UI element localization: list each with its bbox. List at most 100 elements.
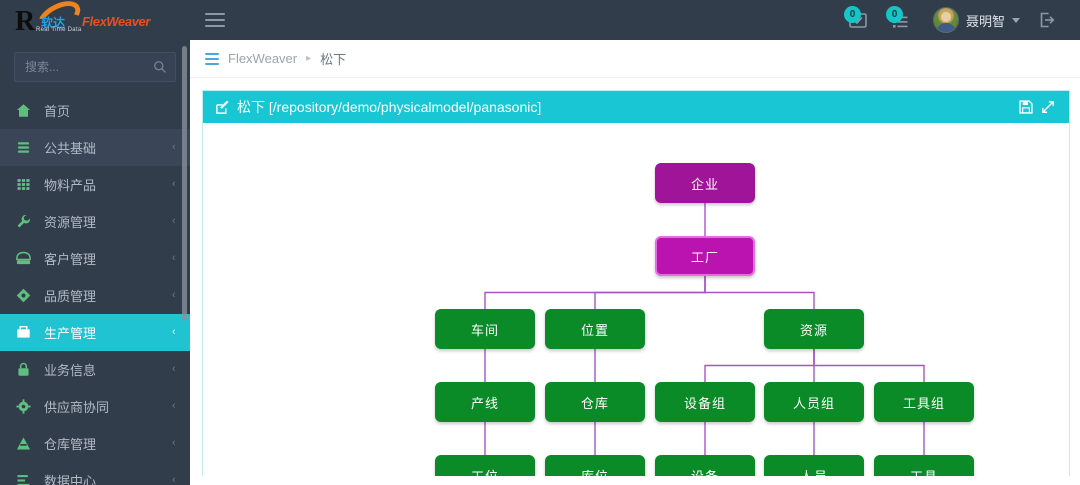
sidebar-item-6[interactable]: 生产管理‹ — [0, 314, 190, 351]
breadcrumb-toggle-button[interactable] — [205, 52, 219, 65]
diagram-node-label: 车间 — [470, 322, 499, 338]
search-box[interactable] — [14, 52, 176, 82]
messages-button[interactable]: 0 — [837, 0, 879, 40]
diagram-edge — [594, 276, 706, 309]
diagram-node-label: 工位 — [470, 468, 499, 477]
logo-chinese-name: 软达 — [41, 16, 66, 30]
topbar-actions: 0 0 聂明智 — [837, 0, 1080, 40]
sidebar-item-9[interactable]: 仓库管理 ‹ — [0, 425, 190, 462]
diagram-node-binlocation[interactable]: 库位 — [545, 455, 645, 476]
avatar — [932, 7, 959, 33]
logout-icon — [1040, 12, 1055, 28]
chart-icon — [16, 473, 38, 485]
diagram-node-workshop[interactable]: 车间 — [435, 309, 535, 349]
diamond-icon — [16, 288, 38, 303]
expand-button[interactable] — [1037, 100, 1059, 114]
edit-icon[interactable] — [215, 100, 230, 115]
diagram-node-factory[interactable]: 工厂 — [655, 236, 755, 276]
diagram-edges — [484, 203, 925, 455]
sidebar-item-1[interactable]: 公共基础‹ — [0, 129, 190, 166]
sidebar-item-8[interactable]: 供应商协同‹ — [0, 388, 190, 425]
home-icon — [16, 103, 38, 118]
diagram-canvas[interactable]: 企业工厂车间 位置 资源产线 仓库 设备组 人员组 工具组工位 库位 设备 人员 工具 — [203, 123, 1069, 476]
sidebar-item-label: 生产管理 — [44, 326, 97, 341]
sidebar-item-label: 业务信息 — [44, 363, 97, 378]
sidebar-item-3[interactable]: 资源管理‹ — [0, 203, 190, 240]
sidebar-item-label: 首页 — [44, 104, 71, 119]
phone-icon — [16, 251, 38, 266]
chevron-left-icon: ‹ — [172, 178, 176, 190]
sidebar-item-label: 仓库管理 — [44, 437, 97, 452]
chevron-left-icon: ‹ — [172, 363, 176, 375]
diagram-node-staffgroup[interactable]: 人员组 — [764, 382, 864, 422]
diagram-node-tool[interactable]: 工具 — [874, 455, 974, 476]
messages-badge: 0 — [843, 6, 861, 23]
diagram-edge — [704, 349, 815, 382]
sidebar-item-label: 资源管理 — [44, 215, 97, 230]
diagram-node-label: 仓库 — [580, 395, 609, 411]
logout-button[interactable] — [1028, 0, 1066, 40]
logo-letter: R — [15, 6, 35, 37]
diagram-node-warehouse[interactable]: 仓库 — [545, 382, 645, 422]
chevron-left-icon: ‹ — [172, 474, 176, 485]
save-button[interactable] — [1015, 100, 1037, 114]
diagram-node-label: 人员组 — [792, 395, 835, 411]
sidebar-scrollbar[interactable] — [182, 46, 187, 321]
panel-header: 松下 [/repository/demo/physicalmodel/panas… — [203, 91, 1069, 123]
diagram-node-label: 库位 — [580, 468, 609, 477]
diagram-node-resource[interactable]: 资源 — [764, 309, 864, 349]
tasks-badge: 0 — [885, 6, 903, 23]
chevron-down-icon — [1012, 17, 1020, 23]
diagram-node-enterprise[interactable]: 企业 — [655, 163, 755, 203]
brand-logo[interactable]: R 软达 Real Time Data FlexWeaver — [0, 0, 190, 40]
diagram-node-label: 设备 — [690, 468, 719, 477]
sidebar-item-2[interactable]: 物料产品‹ — [0, 166, 190, 203]
diagram-node-label: 资源 — [799, 322, 828, 338]
sidebar-item-7[interactable]: 业务信息 ‹ — [0, 351, 190, 388]
diagram-node-label: 工厂 — [690, 249, 719, 265]
diagram-node-prodline[interactable]: 产线 — [435, 382, 535, 422]
hamburger-icon-line — [205, 19, 225, 21]
top-header-bar: R 软达 Real Time Data FlexWeaver 0 — [0, 0, 1080, 40]
sidebar-item-label: 公共基础 — [44, 141, 97, 156]
breadcrumb-current: 松下 — [320, 52, 347, 67]
diagram-node-toolgroup[interactable]: 工具组 — [874, 382, 974, 422]
breadcrumb-root[interactable]: FlexWeaver — [228, 51, 298, 66]
diagram-node-label: 产线 — [470, 395, 499, 411]
sidebar-item-0[interactable]: 首页 — [0, 92, 190, 129]
save-icon — [1019, 100, 1033, 114]
breadcrumb: FlexWeaver ▸ 松下 — [190, 40, 1080, 78]
diagram-edge — [704, 276, 815, 309]
sidebar-item-label: 品质管理 — [44, 289, 97, 304]
breadcrumb-separator-icon: ▸ — [306, 53, 312, 64]
diagram-node-label: 人员 — [799, 468, 828, 477]
gear-icon — [16, 399, 38, 414]
user-menu-button[interactable]: 聂明智 — [921, 0, 1028, 40]
diagram-node-location[interactable]: 位置 — [545, 309, 645, 349]
grid-icon — [16, 177, 38, 192]
sidebar-item-5[interactable]: 品质管理‹ — [0, 277, 190, 314]
sidebar-item-label: 客户管理 — [44, 252, 97, 267]
main-content: FlexWeaver ▸ 松下 松下 [/repository/demo/phy… — [190, 40, 1080, 485]
sidebar-item-10[interactable]: 数据中心 ‹ — [0, 462, 190, 485]
diagram-node-equipment[interactable]: 设备 — [655, 455, 755, 476]
diagram-node-equipgroup[interactable]: 设备组 — [655, 382, 755, 422]
sidebar-search-wrap — [0, 40, 190, 90]
sidebar-item-4[interactable]: 客户管理‹ — [0, 240, 190, 277]
search-input[interactable] — [15, 53, 175, 81]
expand-icon — [1042, 101, 1054, 113]
diagram-node-label: 设备组 — [683, 395, 726, 411]
wrench-icon — [16, 214, 38, 229]
layers-icon — [16, 140, 38, 155]
hamburger-icon-line — [205, 25, 225, 27]
sidebar-toggle-button[interactable] — [198, 0, 232, 40]
diagram-node-station[interactable]: 工位 — [435, 455, 535, 476]
tasks-button[interactable]: 0 — [879, 0, 921, 40]
sidebar-item-label: 数据中心 — [44, 474, 97, 485]
factory-icon — [16, 325, 38, 340]
diagram-node-staff[interactable]: 人员 — [764, 455, 864, 476]
chevron-left-icon: ‹ — [172, 437, 176, 449]
search-icon — [154, 61, 166, 73]
hamburger-icon-line — [205, 62, 219, 65]
